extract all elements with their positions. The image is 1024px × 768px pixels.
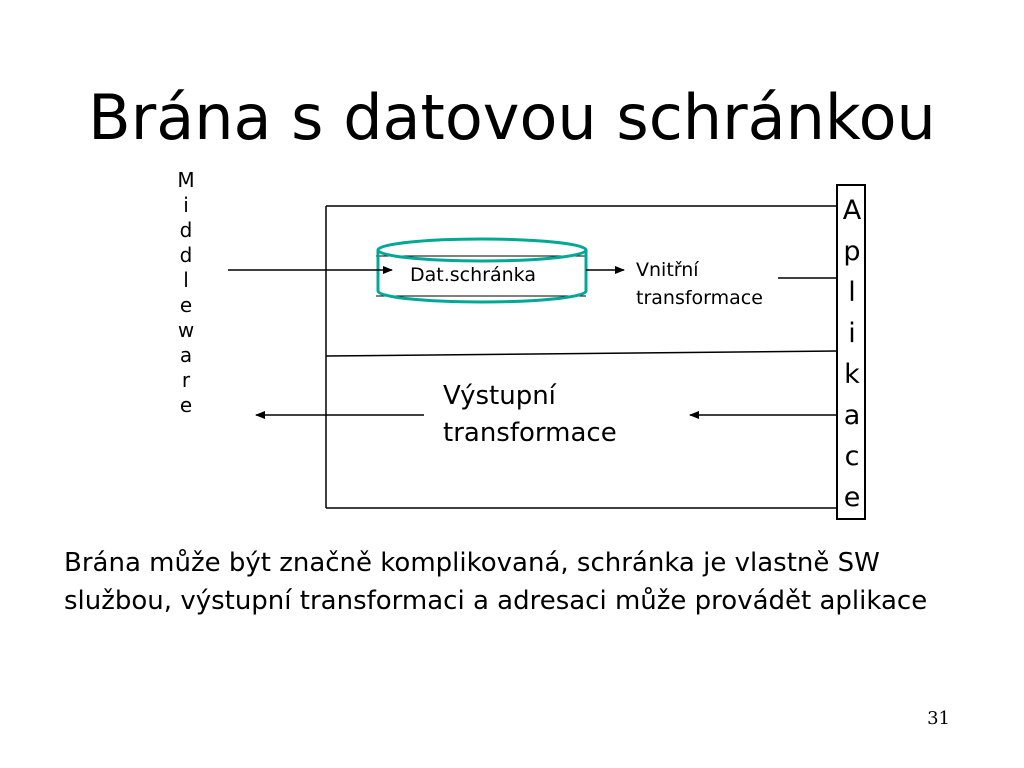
aplikace-letter: a — [843, 400, 861, 431]
middleware-letter: w — [177, 318, 195, 342]
slide-title: Brána s datovou schránkou — [88, 81, 936, 154]
inner-transform-line-1: Vnitřní — [636, 259, 699, 281]
slide-body-text: Brána může být značně komplikovaná, schr… — [64, 548, 928, 616]
middleware-letter: M — [177, 168, 195, 192]
output-transform-label: Výstupní transformace — [443, 378, 617, 452]
middleware-letter: d — [179, 218, 193, 242]
aplikace-letter: e — [843, 482, 861, 513]
middleware-letter: a — [179, 343, 193, 367]
output-transform-line-2: transformace — [443, 418, 617, 448]
aplikace-letter: i — [848, 318, 856, 349]
aplikace-letter: k — [844, 359, 860, 390]
aplikace-letter: p — [843, 236, 861, 267]
middleware-letter: r — [181, 368, 191, 392]
aplikace-letter: l — [848, 277, 856, 308]
page-number: 31 — [927, 708, 950, 729]
middleware-letter: i — [183, 193, 189, 217]
gateway-divider — [325, 350, 839, 357]
middleware-letter: e — [179, 293, 193, 317]
inner-transform-line-2: transformace — [636, 287, 763, 309]
aplikace-letter: c — [844, 441, 860, 472]
datastore-cylinder — [376, 237, 588, 304]
middleware-letter: l — [183, 268, 189, 292]
output-transform-line-1: Výstupní — [443, 381, 556, 411]
middleware-letter: d — [179, 243, 193, 267]
inner-transform-label: Vnitřní transformace — [636, 256, 763, 312]
aplikace-box — [836, 184, 866, 520]
middleware-letter: e — [179, 393, 193, 417]
aplikace-letter: A — [842, 195, 862, 226]
datastore-label: Dat.schránka — [410, 264, 536, 286]
